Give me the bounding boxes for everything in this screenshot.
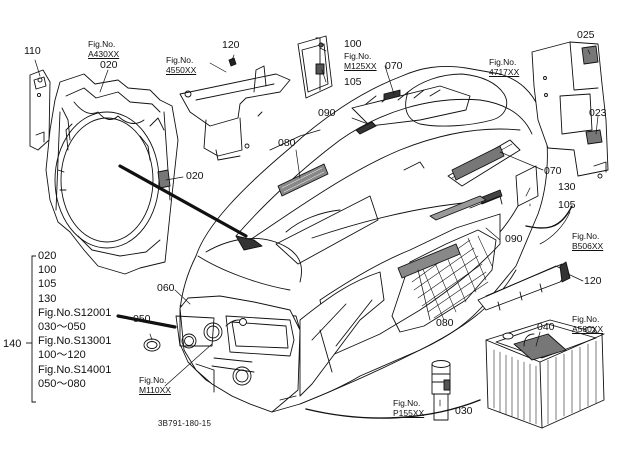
legend-item: 030〜050 [38,321,86,334]
part-120-rail [477,261,571,311]
legend-item: Fig.No.S13001 [38,335,112,348]
callout-030: 030 [455,405,473,417]
callout-060: 060 [157,282,175,294]
legend-item: 020 [38,250,57,262]
radiator-shroud [45,73,179,275]
figref-a580xx: Fig.No.A580XX [572,314,604,334]
part-110-bracket [29,69,51,151]
callout-090-top: 090 [318,107,336,119]
callout-120-rail: 120 [584,275,602,287]
legend-item: 130 [38,292,57,305]
callout-050: 050 [133,313,151,325]
legend-item: 100 [38,264,57,277]
side-cover [299,271,385,397]
callout-105-side: 105 [558,199,576,211]
callout-040: 040 [537,321,555,333]
callout-023: 023 [589,107,607,119]
decal-070-side [451,145,505,181]
legend-bracket [26,255,36,403]
figref-4717xx: Fig.No.4717XX [489,57,520,77]
decal-080-top [277,163,329,197]
legend-item: Fig.No.S14001 [38,363,112,376]
callout-070-top: 070 [385,60,403,72]
callout-090-side: 090 [505,233,523,245]
callout-120-top: 120 [222,39,240,51]
part-100-panel [297,35,333,99]
callout-080-side: 080 [436,317,454,329]
callout-105-top: 105 [344,76,362,88]
part-120-bracket [179,57,291,161]
part-025-panel [531,41,609,179]
callout-025: 025 [577,29,595,41]
callout-080-hood: 080 [278,137,296,149]
side-panel-grille [319,195,503,357]
part-050-seal [143,338,161,352]
legend-item: 105 [38,278,57,291]
legend-item: Fig.No.S12001 [38,306,112,319]
figref-m125xx: Fig.No.M125XX [344,51,377,71]
figref-m110xx: Fig.No.M110XX [139,375,171,395]
part-030-cylinder [431,360,451,421]
figref-4550xx: Fig.No.4550XX [166,55,197,75]
callout-020-side: 020 [186,170,204,182]
battery-ribs [493,340,597,425]
figref-b506xx: Fig.No.B506XX [572,231,604,251]
callout-110: 110 [24,45,41,57]
callout-070-side: 070 [544,165,562,177]
figref-p155xx: Fig.No.P155XX [393,398,425,418]
front-grille [175,295,301,413]
assembly-arrows [116,164,573,419]
legend-item: 100〜120 [38,349,86,362]
drawing-code: 3B791-180-15 [158,419,212,428]
callout-020-shroud: 020 [100,59,118,71]
part-040-battery [485,319,605,429]
callout-130: 130 [558,181,576,193]
leader-lines [34,47,599,407]
legend-list: 020 100 105 130 Fig.No.S12001 030〜050 Fi… [38,249,111,391]
figref-a430xx: Fig.No.A430XX [88,39,120,59]
legend-item: 050〜080 [38,377,86,390]
callout-100: 100 [344,38,362,50]
legend-group-number: 140 [3,338,22,350]
